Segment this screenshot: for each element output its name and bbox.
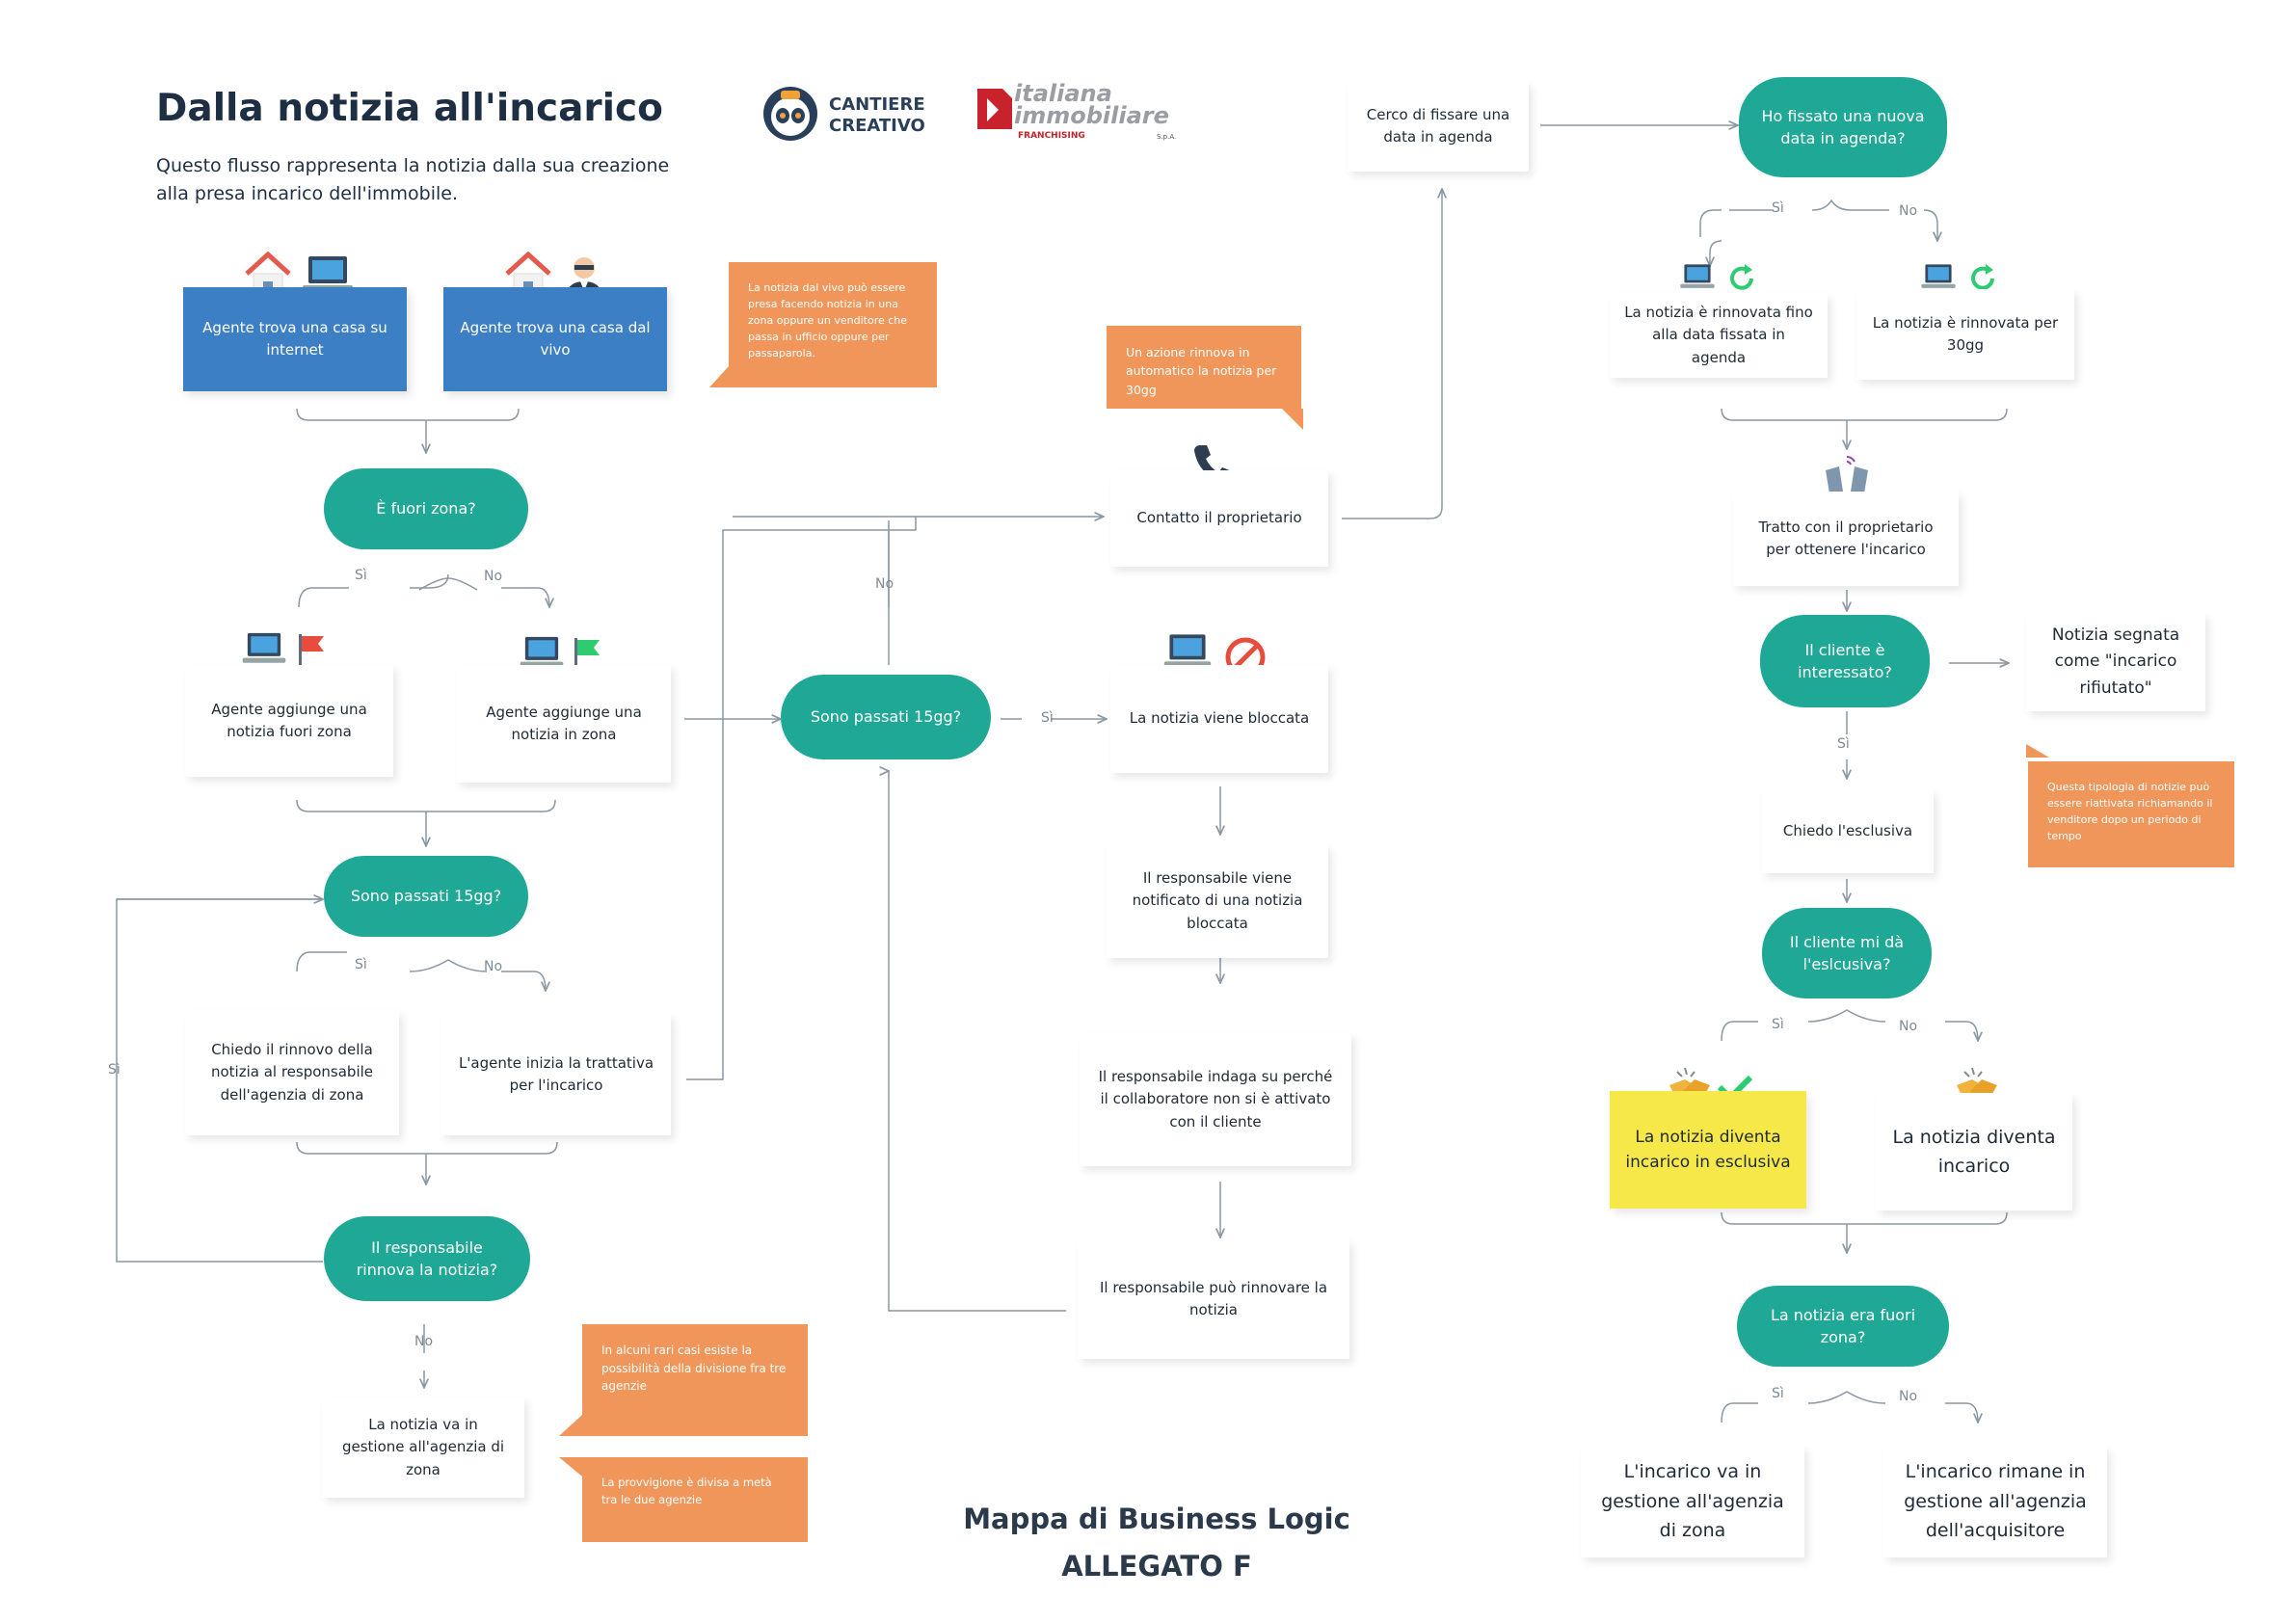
bloccata-box: La notizia viene bloccata (1110, 665, 1328, 773)
question-interessato: Il cliente è interessato? (1760, 615, 1930, 707)
label-si: Sì (1837, 736, 1850, 752)
cantiere-creativo-logo (761, 85, 819, 143)
logo-text: italiana (1014, 80, 1112, 107)
laptop-icon (1920, 262, 1957, 297)
incarico-esclusiva-box: La notizia diventa incarico in esclusiva (1610, 1091, 1806, 1209)
rinnovata-30-box: La notizia è rinnovata per 30gg (1856, 289, 2074, 380)
inizia-trattativa-box: L'agente inizia la trattativa per l'inca… (441, 1014, 671, 1135)
subtitle-line: Questo flusso rappresenta la notizia dal… (156, 155, 670, 176)
red-flag-icon (295, 632, 328, 671)
chiedo-rinnovo-box: Chiedo il rinnovo della notizia al respo… (185, 1010, 399, 1135)
question-15gg-col2: Sono passati 15gg? (781, 675, 991, 759)
label-si: Sì (355, 957, 367, 972)
tratto-box: Tratto con il proprietario per ottenere … (1733, 492, 1959, 586)
label-no: No (1899, 1389, 1918, 1404)
puo-rinnovare-box: Il responsabile può rinnovare la notizia (1078, 1239, 1349, 1359)
question-nuova-data: Ho fissato una nuova data in agenda? (1739, 77, 1947, 177)
footer-subtitle: ALLEGATO F (1061, 1550, 1252, 1583)
page-subtitle: Questo flusso rappresenta la notizia dal… (156, 152, 669, 209)
footer-title: Mappa di Business Logic (963, 1503, 1350, 1535)
agent-internet-box: Agente trova una casa su internet (183, 287, 407, 391)
label-si: Sì (1041, 710, 1054, 726)
label-no: No (1899, 1019, 1918, 1034)
label-no: No (484, 569, 503, 584)
italiana-immobiliare-mark (974, 87, 1014, 131)
label-no: No (484, 959, 503, 974)
refresh-icon (1966, 262, 1999, 299)
chiedo-esclusiva-box: Chiedo l'esclusiva (1762, 790, 1934, 873)
label-no: No (414, 1334, 434, 1349)
negotiation-icon (1822, 453, 1872, 499)
add-in-zona-box: Agente aggiunge una notizia in zona (457, 665, 671, 783)
question-fuori-zona: È fuori zona? (324, 468, 528, 549)
note-rinnova-auto: Un azione rinnova in automatico la notiz… (1107, 326, 1301, 409)
note-provvigione: La provvigione è divisa a metà tra le du… (582, 1457, 808, 1542)
subtitle-line: alla presa incarico dell'immobile. (156, 183, 459, 205)
indaga-box: Il responsabile indaga su perché il coll… (1080, 1033, 1351, 1166)
gestione-zona-final-box: L'incarico va in gestione all'agenzia di… (1581, 1446, 1804, 1557)
laptop-icon (241, 630, 287, 673)
note-riattivata: Questa tipologia di notizie può essere r… (2028, 761, 2234, 867)
agent-vivo-box: Agente trova una casa dal vivo (443, 287, 667, 391)
franchising-text: FRANCHISING (1018, 131, 1085, 141)
laptop-icon (1679, 262, 1716, 297)
gestione-zona-box: La notizia va in gestione all'agenzia di… (322, 1397, 524, 1498)
label-si: Sì (1772, 200, 1784, 216)
gestione-acquisitore-box: L'incarico rimane in gestione all'agenzi… (1883, 1446, 2107, 1557)
notificato-box: Il responsabile viene notificato di una … (1107, 844, 1328, 958)
rifiutato-box: Notizia segnata come "incarico rifiutato… (2026, 613, 2205, 711)
label-no: No (875, 576, 894, 592)
rinnovata-fino-box: La notizia è rinnovata fino alla data fi… (1610, 293, 1828, 378)
note-vivo: La notizia dal vivo può essere presa fac… (729, 262, 937, 387)
incarico-box: La notizia diventa incarico (1876, 1093, 2072, 1211)
cerco-fissare-box: Cerco di fissare una data in agenda (1348, 81, 1529, 172)
question-rinnova: Il responsabile rinnova la notizia? (324, 1216, 530, 1301)
logo-text: CREATIVO (829, 115, 925, 136)
contatto-box: Contatto il proprietario (1110, 470, 1328, 567)
footer: Mappa di Business Logic ALLEGATO F (925, 1496, 1388, 1591)
laptop-icon (1162, 632, 1213, 677)
label-no: No (1899, 203, 1918, 219)
question-fuori-zona-col3: La notizia era fuori zona? (1737, 1286, 1949, 1367)
cantiere-creativo-wordmark: CANTIERE CREATIVO (829, 94, 925, 136)
question-esclusiva: Il cliente mi dà l'eslcusiva? (1762, 908, 1932, 998)
label-si: Sì (108, 1062, 120, 1078)
label-si: Sì (1772, 1386, 1784, 1401)
note-tre-agenzie: In alcuni rari casi esiste la possibilit… (582, 1324, 808, 1436)
add-fuori-zona-box: Agente aggiunge una notizia fuori zona (185, 665, 393, 777)
label-si: Sì (355, 568, 367, 583)
page-title: Dalla notizia all'incarico (156, 87, 663, 130)
logo-text: immobiliare (1014, 101, 1169, 129)
green-flag-icon (571, 636, 603, 675)
spa-text: S.p.A. (1157, 133, 1177, 141)
refresh-icon (1725, 262, 1758, 299)
label-si: Sì (1772, 1017, 1784, 1032)
question-15gg-col1: Sono passati 15gg? (324, 856, 528, 937)
logo-text: CANTIERE (829, 94, 925, 115)
italiana-immobiliare-wordmark: italiana immobiliare (1014, 80, 1169, 129)
